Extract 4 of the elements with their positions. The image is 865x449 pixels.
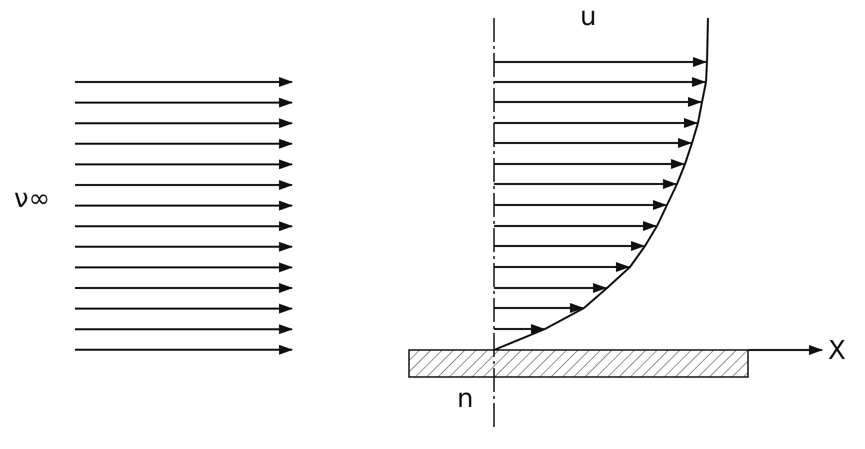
symbol-label: u	[580, 2, 596, 32]
symbol-label: X	[828, 336, 846, 366]
symbol-label: ν∞	[14, 184, 50, 214]
symbol-label: n	[457, 384, 474, 414]
